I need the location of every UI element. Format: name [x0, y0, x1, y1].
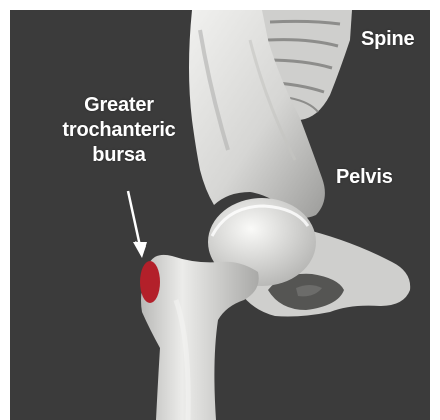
label-pelvis: Pelvis [336, 165, 393, 190]
label-bursa-line-2: trochanteric [56, 118, 182, 143]
label-spine: Spine [361, 27, 414, 52]
label-bursa-line-3: bursa [56, 143, 182, 168]
label-bursa-line-1: Greater [56, 93, 182, 118]
label-greater-trochanteric-bursa: Greater trochanteric bursa [56, 93, 182, 168]
bursa-highlight [140, 261, 160, 303]
